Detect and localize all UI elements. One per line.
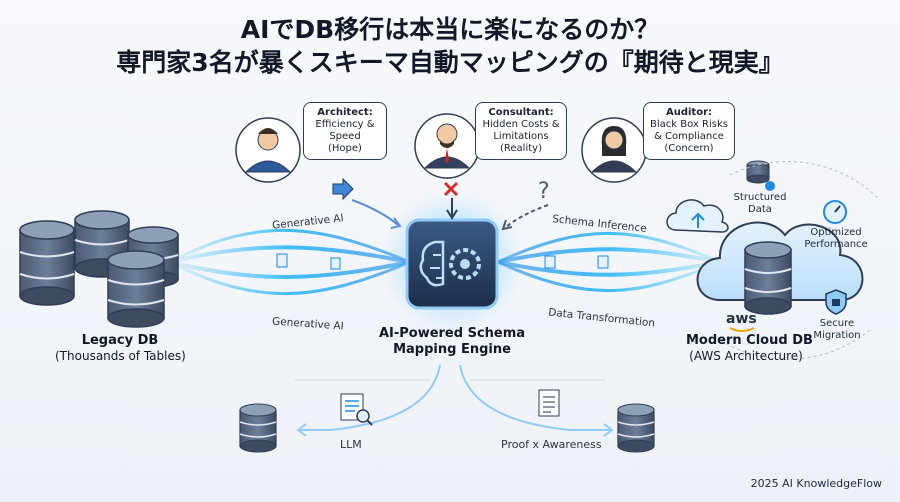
document-icon (538, 389, 560, 417)
proof-db-icon (617, 403, 655, 453)
performance-gauge-icon (823, 200, 847, 224)
ai-engine-icon (382, 192, 522, 332)
bubble-line: Limitations (493, 131, 549, 142)
engine-line-1: AI-Powered Schema (378, 326, 526, 341)
footer-credit: 2025 AI KnowledgeFlow (750, 477, 882, 490)
structured-data-label: Structured Data (728, 192, 792, 216)
bubble-role: Auditor: (665, 107, 713, 118)
bubble-line: & Compliance (654, 131, 724, 142)
feature-line: Performance (804, 239, 868, 250)
bubble-line: Black Box Risks (650, 119, 728, 130)
engine-line-2: Mapping Engine (393, 342, 511, 357)
consultant-arrow-icon (443, 181, 459, 220)
auditor-arrow-icon: ? (501, 179, 550, 231)
right-data-stream (497, 232, 721, 292)
legacy-db-label: Legacy DB (Thousands of Tables) (55, 333, 186, 364)
security-shield-icon (825, 289, 847, 315)
cloud-db-subtitle: (AWS Architecture) (689, 349, 803, 363)
bottom-branch-lines (295, 364, 614, 437)
orbit-line (719, 329, 871, 360)
architect-bubble: Architect: Efficiency & Speed (Hope) (303, 102, 387, 160)
feature-line: Structured (733, 192, 787, 203)
page-title: AIでDB移行は本当に楽になるのか？ 専門家3名が暴くスキーマ自動マッピングの『… (0, 14, 900, 80)
title-line-1: AIでDB移行は本当に楽になるのか？ (240, 15, 660, 44)
title-line-2: 専門家3名が暴くスキーマ自動マッピングの『期待と現実』 (116, 48, 784, 77)
auditor-avatar (581, 117, 647, 183)
architect-arrow-icon (332, 177, 402, 229)
left-data-stream (169, 228, 411, 296)
svg-text:?: ? (538, 179, 550, 204)
cloud-db-label: Modern Cloud DB (AWS Architecture) (686, 333, 813, 364)
document-search-icon (340, 393, 373, 426)
architect-avatar (235, 117, 301, 183)
bubble-role: Consultant: (488, 107, 554, 118)
feature-line: Data (748, 204, 772, 215)
auditor-bubble: Auditor: Black Box Risks & Compliance (C… (643, 102, 735, 160)
feature-line: Optimized (810, 227, 862, 238)
legacy-db-icon (19, 210, 179, 328)
cloud-upload-icon (666, 199, 729, 233)
legacy-db-subtitle: (Thousands of Tables) (55, 349, 186, 363)
bubble-line: Hidden Costs & (482, 119, 560, 130)
cloud-db-title: Modern Cloud DB (686, 333, 813, 348)
structured-data-icon (746, 160, 775, 191)
consultant-avatar (414, 113, 480, 179)
engine-label: AI-Powered Schema Mapping Engine (372, 326, 532, 358)
bubble-line: Speed (329, 131, 361, 142)
bubble-line: Efficiency & (315, 119, 375, 130)
cloud-db-icon (696, 221, 864, 315)
llm-db-icon (239, 403, 277, 453)
optimized-performance-label: Optimized Performance (800, 227, 872, 251)
feature-line: Migration (813, 330, 861, 341)
bubble-line: (Hope) (328, 143, 362, 154)
bubble-line: (Reality) (500, 143, 542, 154)
aws-smile-icon (729, 327, 755, 332)
feature-line: Secure (819, 318, 855, 329)
llm-label: LLM (340, 438, 362, 451)
consultant-bubble: Consultant: Hidden Costs & Limitations (… (475, 102, 567, 160)
proof-awareness-label: Proof x Awareness (501, 438, 602, 451)
secure-migration-label: Secure Migration (805, 318, 869, 342)
bubble-role: Architect: (317, 107, 373, 118)
legacy-db-title: Legacy DB (81, 333, 159, 348)
aws-logo: aws (726, 311, 757, 327)
bubble-line: (Concern) (664, 143, 714, 154)
